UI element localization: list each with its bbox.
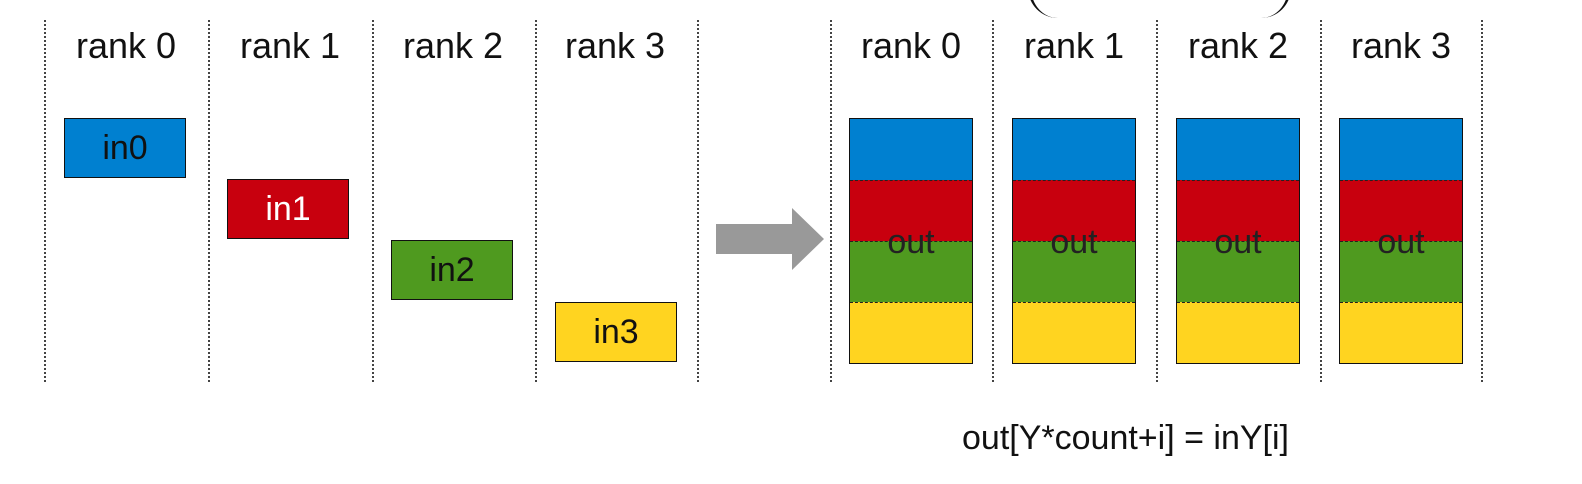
output-segment-2 <box>1177 241 1299 302</box>
output-label: out <box>1050 223 1098 261</box>
left-rank-2-label: rank 2 <box>402 25 504 66</box>
rank-divider <box>830 20 832 382</box>
input-block-in0: in0 <box>64 118 186 178</box>
arrow-shape <box>716 208 824 270</box>
rank-divider <box>1481 20 1483 382</box>
output-segment-2 <box>1340 241 1462 302</box>
output-segment-2 <box>1013 241 1135 302</box>
rank-divider <box>1320 20 1322 382</box>
output-buffer-rank-0: out <box>849 118 973 364</box>
input-label: in3 <box>593 312 639 351</box>
input-label: in1 <box>265 189 311 228</box>
input-label: in2 <box>429 250 475 289</box>
output-segment-0 <box>1340 119 1462 180</box>
output-segment-2 <box>850 241 972 302</box>
rank-divider <box>44 20 46 382</box>
output-segment-3 <box>850 302 972 363</box>
rank-divider <box>535 20 537 382</box>
output-segment-1 <box>1013 180 1135 241</box>
rank-divider <box>697 20 699 382</box>
output-segment-1 <box>1177 180 1299 241</box>
output-segment-1 <box>850 180 972 241</box>
rank-divider <box>372 20 374 382</box>
output-segment-3 <box>1340 302 1462 363</box>
top-right-paren <box>1258 0 1291 18</box>
right-rank-0-label: rank 0 <box>860 25 962 66</box>
right-rank-3-label: rank 3 <box>1350 25 1452 66</box>
formula-caption: out[Y*count+i] = inY[i] <box>962 419 1289 457</box>
input-block-in1: in1 <box>227 179 349 239</box>
output-segment-0 <box>1177 119 1299 180</box>
output-segment-0 <box>850 119 972 180</box>
rank-divider <box>208 20 210 382</box>
output-label: out <box>1377 223 1425 261</box>
output-label: out <box>887 223 935 261</box>
left-rank-3-label: rank 3 <box>564 25 666 66</box>
right-rank-1-label: rank 1 <box>1023 25 1125 66</box>
output-buffer-rank-2: out <box>1176 118 1300 364</box>
rank-divider <box>992 20 994 382</box>
input-label: in0 <box>102 128 148 167</box>
output-buffer-rank-3: out <box>1339 118 1463 364</box>
output-segment-0 <box>1013 119 1135 180</box>
left-rank-0-label: rank 0 <box>75 25 177 66</box>
output-label: out <box>1214 223 1262 261</box>
top-left-paren <box>1028 0 1061 18</box>
output-segment-1 <box>1340 180 1462 241</box>
output-segment-3 <box>1013 302 1135 363</box>
input-block-in3: in3 <box>555 302 677 362</box>
right-arrow-icon <box>716 208 824 270</box>
output-buffer-rank-1: out <box>1012 118 1136 364</box>
output-segment-3 <box>1177 302 1299 363</box>
rank-divider <box>1156 20 1158 382</box>
right-rank-2-label: rank 2 <box>1187 25 1289 66</box>
left-rank-1-label: rank 1 <box>239 25 341 66</box>
input-block-in2: in2 <box>391 240 513 300</box>
